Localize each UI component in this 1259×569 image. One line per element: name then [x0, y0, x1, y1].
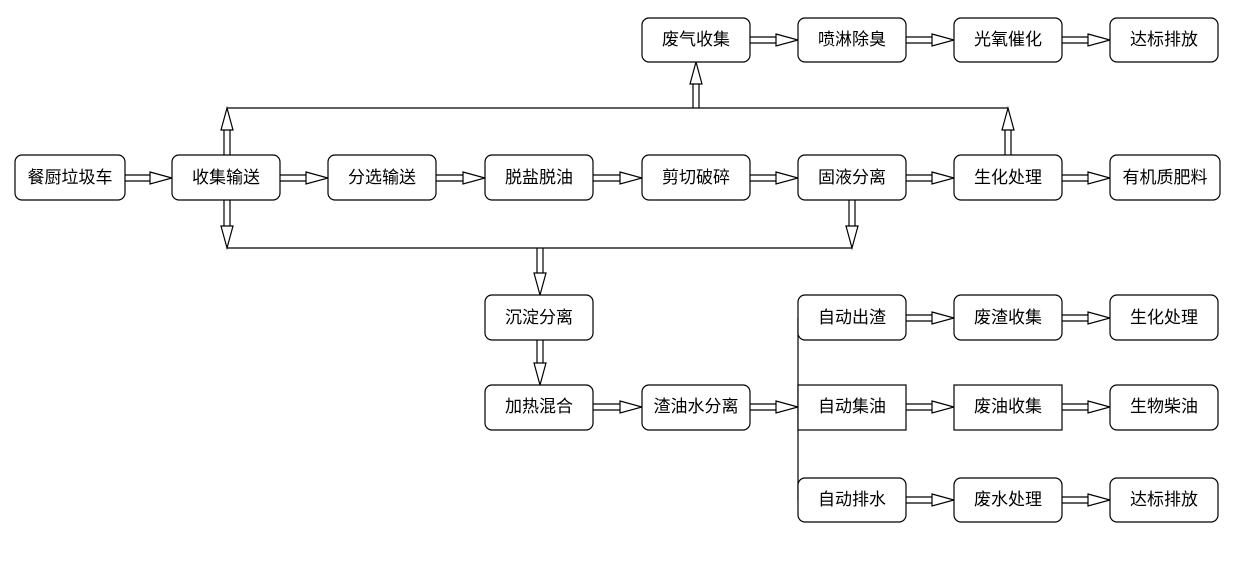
node-desalting-deoiling: 脱盐脱油	[484, 154, 594, 201]
node-shear-crushing: 剪切破碎	[641, 154, 751, 201]
node-label: 自动出渣	[818, 308, 886, 328]
arrow-collection-to-sorting	[280, 171, 331, 185]
node-label: 餐厨垃圾车	[28, 168, 113, 188]
arrow-biochemical-gas-up	[1001, 105, 1015, 155]
arrow-residue-oil-water-to-outlets	[750, 400, 801, 414]
node-label: 收集输送	[192, 168, 260, 188]
node-sorting-conveying: 分选输送	[327, 154, 437, 201]
node-label: 自动排水	[818, 490, 886, 510]
arrow-to-gas-collection	[689, 59, 703, 108]
node-label: 生化处理	[1130, 308, 1198, 328]
node-label: 分选输送	[348, 168, 416, 188]
node-label: 喷淋除臭	[818, 30, 886, 50]
arrow-to-sedimentation	[533, 248, 547, 298]
arrow-biochemical-to-fertilizer	[1062, 171, 1113, 185]
node-label: 生物柴油	[1130, 397, 1198, 417]
node-biodiesel: 生物柴油	[1109, 384, 1219, 431]
node-label: 脱盐脱油	[505, 168, 573, 188]
node-auto-oil-collection: 自动集油	[797, 384, 907, 431]
node-waste-oil-collection: 废油收集	[953, 384, 1063, 431]
node-auto-water-drainage: 自动排水	[797, 477, 907, 523]
node-exhaust-gas-collection: 废气收集	[641, 17, 751, 63]
arrow-separation-liquid-down	[845, 200, 859, 251]
node-gas-compliant-discharge: 达标排放	[1109, 17, 1219, 63]
node-label: 固液分离	[818, 168, 886, 188]
node-sedimentation-separation: 沉淀分离	[484, 294, 594, 341]
arrow-sedimentation-to-heating	[533, 340, 547, 388]
node-kitchen-waste-truck: 餐厨垃圾车	[14, 154, 126, 201]
node-wastewater-treatment: 废水处理	[953, 477, 1063, 523]
node-label: 有机质肥料	[1123, 168, 1208, 188]
arrow-collection-gas-up	[220, 105, 234, 155]
arrow-shearing-to-separation	[750, 171, 801, 185]
arrow-oil-to-waste-oil	[906, 400, 957, 414]
arrow-desalting-to-shearing	[593, 171, 645, 185]
node-heating-mixing: 加热混合	[484, 384, 594, 431]
node-label: 废渣收集	[974, 308, 1042, 328]
node-label: 剪切破碎	[662, 168, 730, 188]
node-label: 生化处理	[974, 168, 1042, 188]
node-label: 达标排放	[1130, 490, 1198, 510]
node-auto-residue-discharge: 自动出渣	[797, 294, 907, 341]
node-label: 加热混合	[505, 397, 573, 417]
node-organic-fertilizer: 有机质肥料	[1109, 154, 1221, 201]
node-photo-oxidation-catalysis: 光氧催化	[953, 17, 1063, 63]
node-label: 废水处理	[974, 490, 1042, 510]
node-label: 渣油水分离	[654, 397, 739, 417]
node-residue-biochemical-treatment: 生化处理	[1109, 294, 1219, 341]
arrow-waste-residue-to-biochemical	[1062, 311, 1113, 325]
node-biochemical-treatment: 生化处理	[953, 154, 1063, 201]
arrow-truck-to-collection	[125, 171, 175, 185]
arrow-photo-oxidation-to-discharge	[1062, 33, 1113, 47]
node-label: 废油收集	[974, 397, 1042, 417]
node-label: 达标排放	[1130, 30, 1198, 50]
node-label: 废气收集	[662, 30, 730, 50]
arrow-water-to-wastewater	[906, 493, 957, 507]
arrow-waste-oil-to-biodiesel	[1062, 400, 1113, 414]
arrow-residue-to-waste-residue	[906, 311, 957, 325]
node-collection-conveying: 收集输送	[171, 154, 281, 201]
node-spray-deodorization: 喷淋除臭	[797, 17, 907, 63]
nodes: 废气收集 喷淋除臭 光氧催化 达标排放 餐厨垃圾车 收集输送 分选输送	[14, 17, 1221, 523]
node-label: 光氧催化	[974, 30, 1042, 50]
arrow-wastewater-to-discharge	[1062, 493, 1113, 507]
node-solid-liquid-separation: 固液分离	[797, 154, 907, 201]
node-label: 沉淀分离	[505, 308, 573, 328]
arrow-sorting-to-desalting	[436, 171, 488, 185]
arrow-separation-to-biochemical	[906, 171, 957, 185]
node-waste-residue-collection: 废渣收集	[953, 294, 1063, 341]
node-water-compliant-discharge: 达标排放	[1109, 477, 1219, 523]
arrow-spray-to-photo-oxidation	[906, 33, 957, 47]
arrow-gas-collection-to-spray	[750, 33, 801, 47]
node-residue-oil-water-separation: 渣油水分离	[641, 384, 751, 431]
arrow-collection-liquid-down	[220, 200, 234, 251]
connectors	[125, 33, 1113, 507]
arrow-heating-to-residue-oil-water	[593, 400, 645, 414]
node-label: 自动集油	[818, 397, 886, 417]
